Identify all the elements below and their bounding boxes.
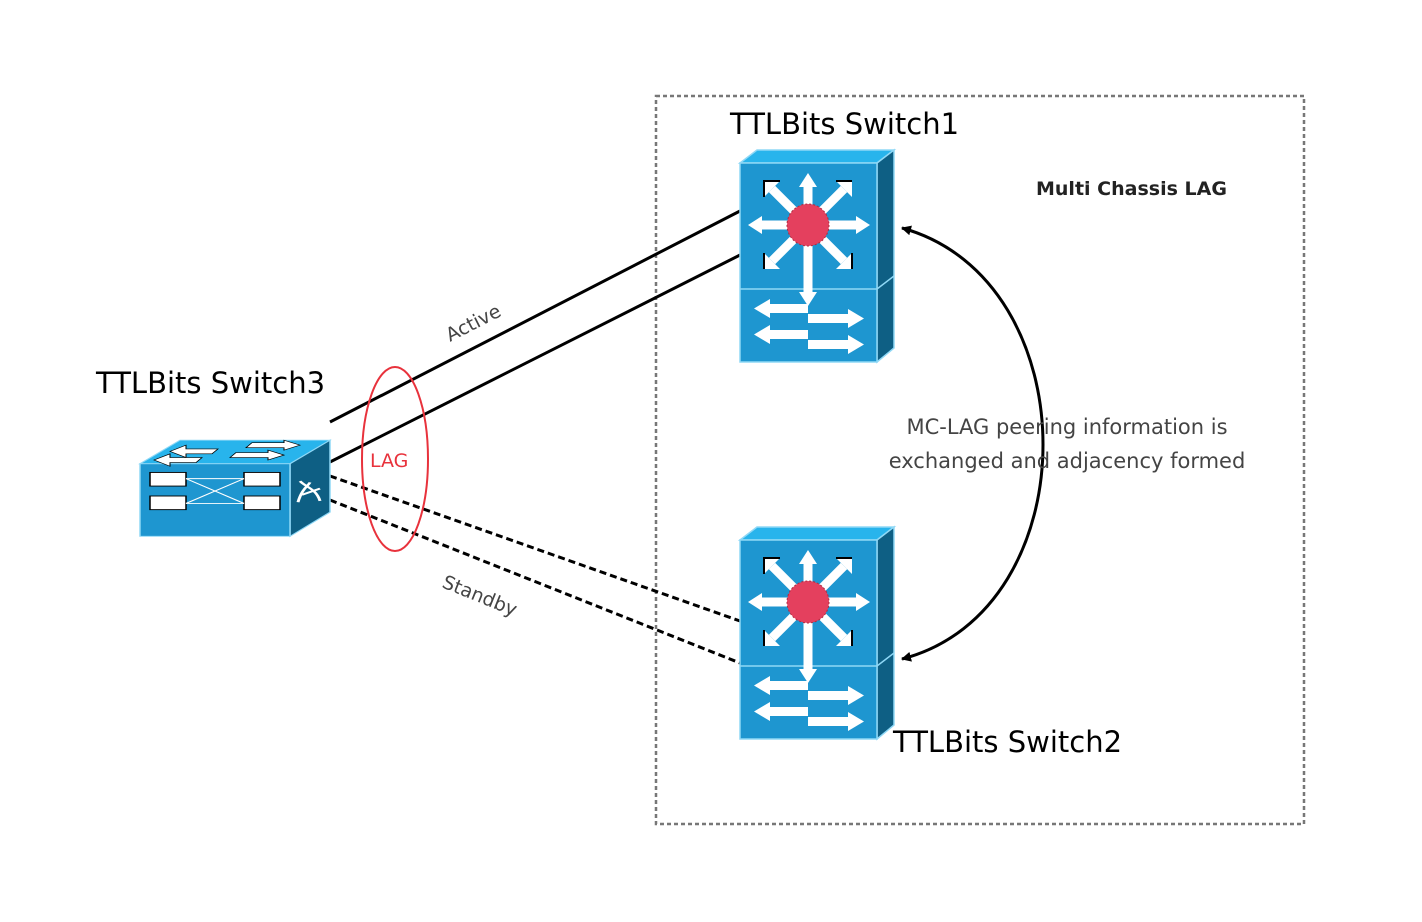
active-label: Active — [442, 300, 504, 346]
workgroup-switch-icon — [138, 438, 332, 538]
switch3[interactable] — [138, 438, 332, 538]
standby-link-1 — [329, 474, 741, 623]
switch1[interactable] — [740, 150, 894, 362]
active-link-2 — [329, 253, 741, 464]
mclag-group-box — [654, 94, 1306, 826]
switch2[interactable] — [740, 527, 894, 739]
multilayer-switch-icon — [740, 150, 894, 362]
lag-label: LAG — [370, 450, 408, 472]
peering-note-line1: MC-LAG peering information is — [906, 415, 1227, 439]
multilayer-switch-icon — [740, 527, 894, 739]
lag-ring — [361, 366, 429, 552]
switch2-label: TTLBits Switch2 — [892, 725, 1122, 759]
active-links — [329, 209, 741, 464]
active-link-1 — [329, 209, 741, 424]
peering-note-line2: exchanged and adjacency formed — [889, 449, 1246, 473]
peering-arrow — [901, 225, 1045, 662]
switch3-label: TTLBits Switch3 — [95, 366, 325, 400]
group-title: Multi Chassis LAG — [1036, 178, 1227, 200]
switch1-label: TTLBits Switch1 — [729, 107, 959, 141]
standby-link-2 — [329, 498, 741, 665]
standby-label: Standby — [439, 571, 520, 621]
standby-links — [329, 474, 741, 665]
